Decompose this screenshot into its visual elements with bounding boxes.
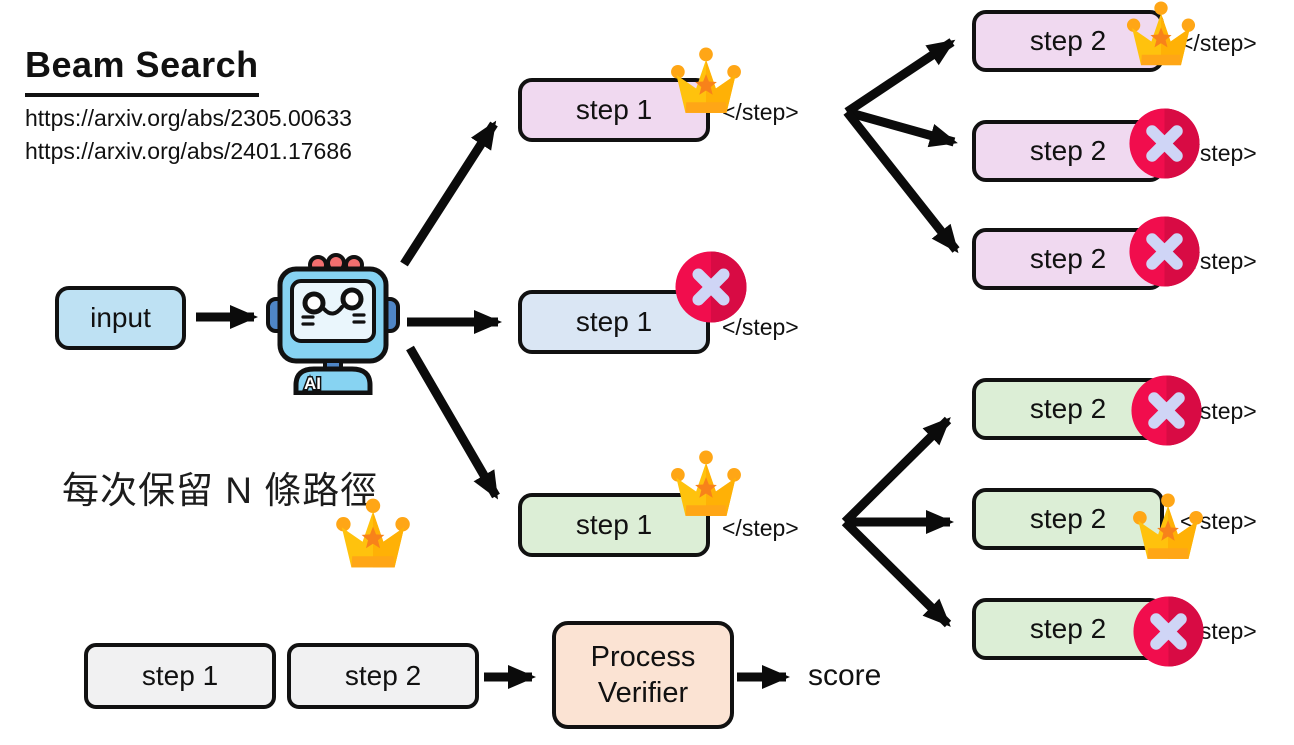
score-label: score <box>808 659 882 692</box>
arrow-pink-to-step2-1 <box>844 38 956 116</box>
verifier-input-step1: step 1 <box>84 643 276 709</box>
verifier-label-line1: Process <box>590 641 696 673</box>
arrow-pink-to-step2-2 <box>845 107 958 148</box>
cross-icon <box>1128 215 1201 288</box>
step2-label: step 2 <box>1029 243 1107 274</box>
input-node: input <box>55 286 186 350</box>
cross-icon <box>674 250 748 324</box>
step2-label: step 2 <box>1029 613 1107 644</box>
step-end-tag: </step> <box>722 515 799 541</box>
arrow-green-to-step2-3 <box>841 518 952 628</box>
arrow-model-to-step1-pink <box>400 120 498 267</box>
arxiv-link-1: https://arxiv.org/abs/2305.00633 <box>25 105 352 131</box>
crown-icon <box>1124 0 1198 74</box>
step1-node-green: step 1 <box>518 493 710 557</box>
arrow-green-to-step2-1 <box>841 416 952 526</box>
cross-icon <box>1128 107 1201 180</box>
process-verifier-node: Process Verifier <box>552 621 734 729</box>
verifier-label-line2: Verifier <box>597 677 689 709</box>
verifier-input-step2: step 2 <box>287 643 479 709</box>
step1-pink-label: step 1 <box>575 94 653 125</box>
verifier-step2-label: step 2 <box>344 660 422 691</box>
step-end-tag: </step> <box>1180 30 1257 56</box>
arxiv-link-2: https://arxiv.org/abs/2401.17686 <box>25 138 352 164</box>
step1-node-blue: step 1 <box>518 290 710 354</box>
step2-label: step 2 <box>1029 25 1107 56</box>
crown-icon <box>668 46 744 122</box>
step1-node-pink: step 1 <box>518 78 710 142</box>
page-title: Beam Search <box>25 44 259 97</box>
ai-robot-icon: AI <box>266 253 400 395</box>
step1-green-label: step 1 <box>575 509 653 540</box>
robot-ai-badge: AI <box>304 374 321 393</box>
crown-icon <box>668 449 744 525</box>
step-end-tag: </step> <box>722 314 799 340</box>
cross-icon <box>1132 595 1205 668</box>
verifier-step1-label: step 1 <box>141 660 219 691</box>
keep-n-paths-note: 每次保留 N 條路徑 <box>62 470 379 511</box>
step2-node-green-1: step 2 <box>972 378 1164 440</box>
step1-blue-label: step 1 <box>575 306 653 337</box>
step2-node-green-3: step 2 <box>972 598 1164 660</box>
step2-label: step 2 <box>1029 135 1107 166</box>
reference-links: https://arxiv.org/abs/2305.00633 https:/… <box>25 102 352 168</box>
crown-icon <box>1130 492 1206 568</box>
step-end-tag: </step> <box>722 99 799 125</box>
step2-label: step 2 <box>1029 393 1107 424</box>
crown-icon <box>333 497 413 577</box>
step2-label: step 2 <box>1029 503 1107 534</box>
input-label: input <box>90 302 151 333</box>
arrow-pink-to-step2-3 <box>843 109 960 254</box>
arrow-model-to-step1-green <box>406 345 500 500</box>
cross-icon <box>1130 374 1203 447</box>
step2-node-green-2: step 2 <box>972 488 1164 550</box>
